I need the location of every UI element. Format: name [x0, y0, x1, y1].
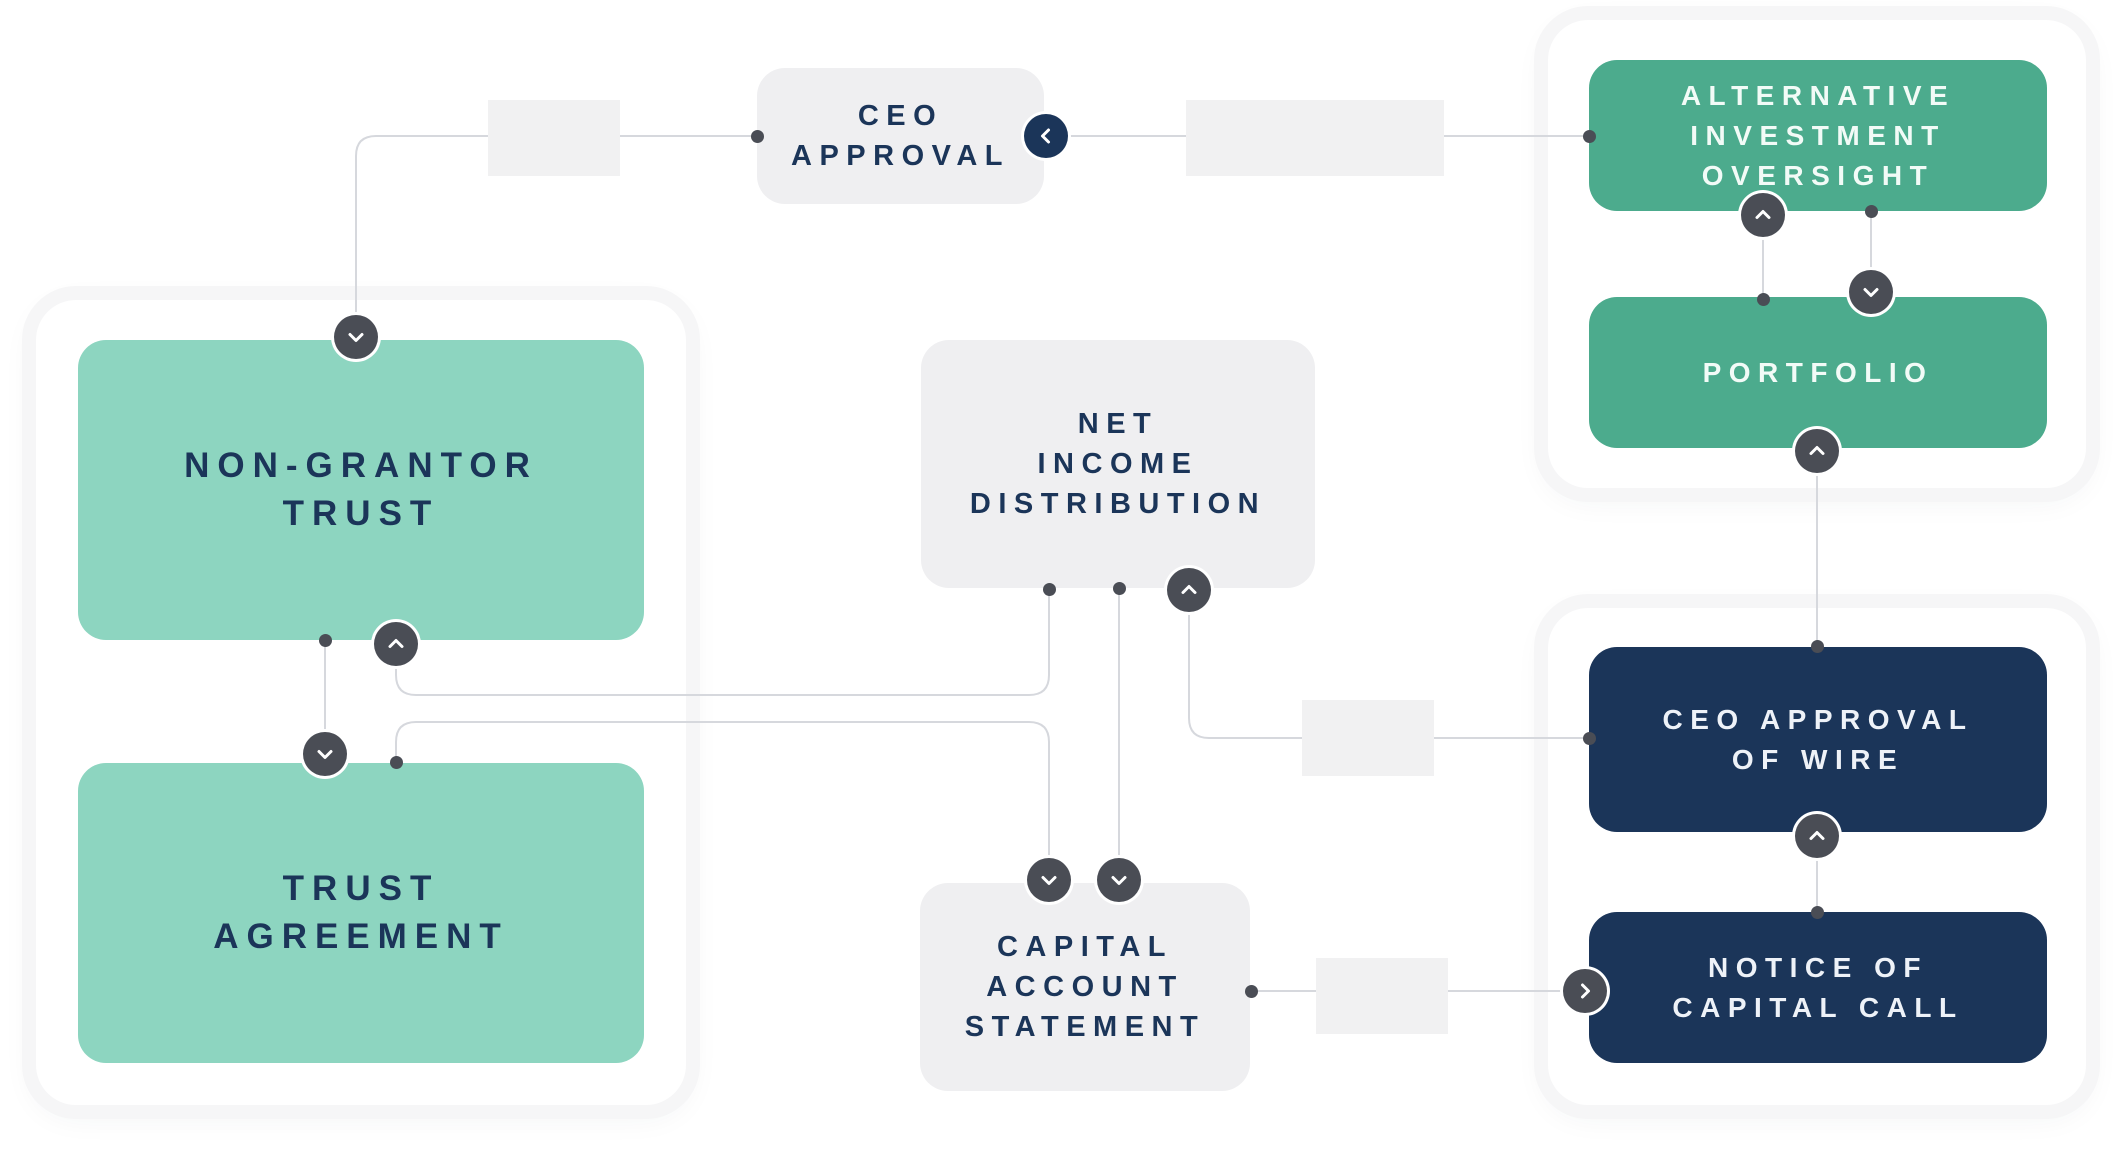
- node-label: PORTFOLIO: [1702, 356, 1934, 388]
- node-alternative-investment-oversight[interactable]: ALTERNATIVE INVESTMENT OVERSIGHT: [1589, 60, 2047, 211]
- node-label: ALTERNATIVE INVESTMENT OVERSIGHT: [1680, 79, 1956, 191]
- chevron-down-icon[interactable]: [303, 732, 347, 776]
- chevron-down-icon[interactable]: [1027, 858, 1071, 902]
- node-capital-account-statement[interactable]: CAPITAL ACCOUNT STATEMENT: [920, 883, 1250, 1091]
- node-net-income-distribution[interactable]: NET INCOME DISTRIBUTION: [921, 340, 1315, 588]
- connector-label-box: [1186, 100, 1444, 176]
- node-ceo-approval[interactable]: CEO APPROVAL: [757, 68, 1044, 204]
- node-label: NON-GRANTOR TRUST: [184, 446, 538, 533]
- chevron-down-icon[interactable]: [1097, 858, 1141, 902]
- node-trust-agreement[interactable]: TRUST AGREEMENT: [78, 763, 644, 1063]
- chevron-down-icon[interactable]: [334, 315, 378, 359]
- node-label: CAPITAL ACCOUNT STATEMENT: [964, 931, 1206, 1043]
- node-label: NET INCOME DISTRIBUTION: [969, 408, 1267, 520]
- connector-dot: [1756, 292, 1770, 306]
- edge-ceo-approval-to-trust: [355, 135, 757, 336]
- connector-label-box: [1316, 958, 1448, 1034]
- connector-label-box: [1302, 700, 1434, 776]
- node-notice-of-capital-call[interactable]: NOTICE OF CAPITAL CALL: [1589, 912, 2047, 1063]
- connector-dot: [1864, 204, 1878, 218]
- chevron-left-icon[interactable]: [1024, 114, 1068, 158]
- chevron-down-icon[interactable]: [1849, 270, 1893, 314]
- node-label: CEO APPROVAL: [791, 100, 1010, 172]
- edge-netincome-to-trust: [395, 589, 1050, 696]
- connector-dot: [1244, 984, 1258, 998]
- connector-dot: [1112, 581, 1126, 595]
- chevron-up-icon[interactable]: [1795, 814, 1839, 858]
- edge-wire-to-netincome: [1188, 590, 1589, 739]
- connector-dot: [1582, 731, 1596, 745]
- node-portfolio[interactable]: PORTFOLIO: [1589, 297, 2047, 448]
- chevron-up-icon[interactable]: [1167, 568, 1211, 612]
- chevron-up-icon[interactable]: [1741, 193, 1785, 237]
- node-non-grantor-trust[interactable]: NON-GRANTOR TRUST: [78, 340, 644, 640]
- chevron-up-icon[interactable]: [374, 622, 418, 666]
- connector-dot: [1582, 129, 1596, 143]
- connector-label-box: [488, 100, 620, 176]
- node-label: CEO APPROVAL OF WIRE: [1662, 703, 1974, 775]
- node-ceo-approval-of-wire[interactable]: CEO APPROVAL OF WIRE: [1589, 647, 2047, 832]
- connector-dot: [1810, 905, 1824, 919]
- connector-dot: [318, 633, 332, 647]
- edge-agreement-to-statement: [395, 721, 1050, 880]
- chevron-up-icon[interactable]: [1795, 429, 1839, 473]
- node-label: TRUST AGREEMENT: [213, 869, 509, 956]
- connector-dot: [750, 129, 764, 143]
- connector-dot: [1810, 639, 1824, 653]
- chevron-right-icon[interactable]: [1563, 969, 1607, 1013]
- connector-dot: [389, 755, 403, 769]
- node-label: NOTICE OF CAPITAL CALL: [1672, 951, 1964, 1023]
- connector-dot: [1042, 582, 1056, 596]
